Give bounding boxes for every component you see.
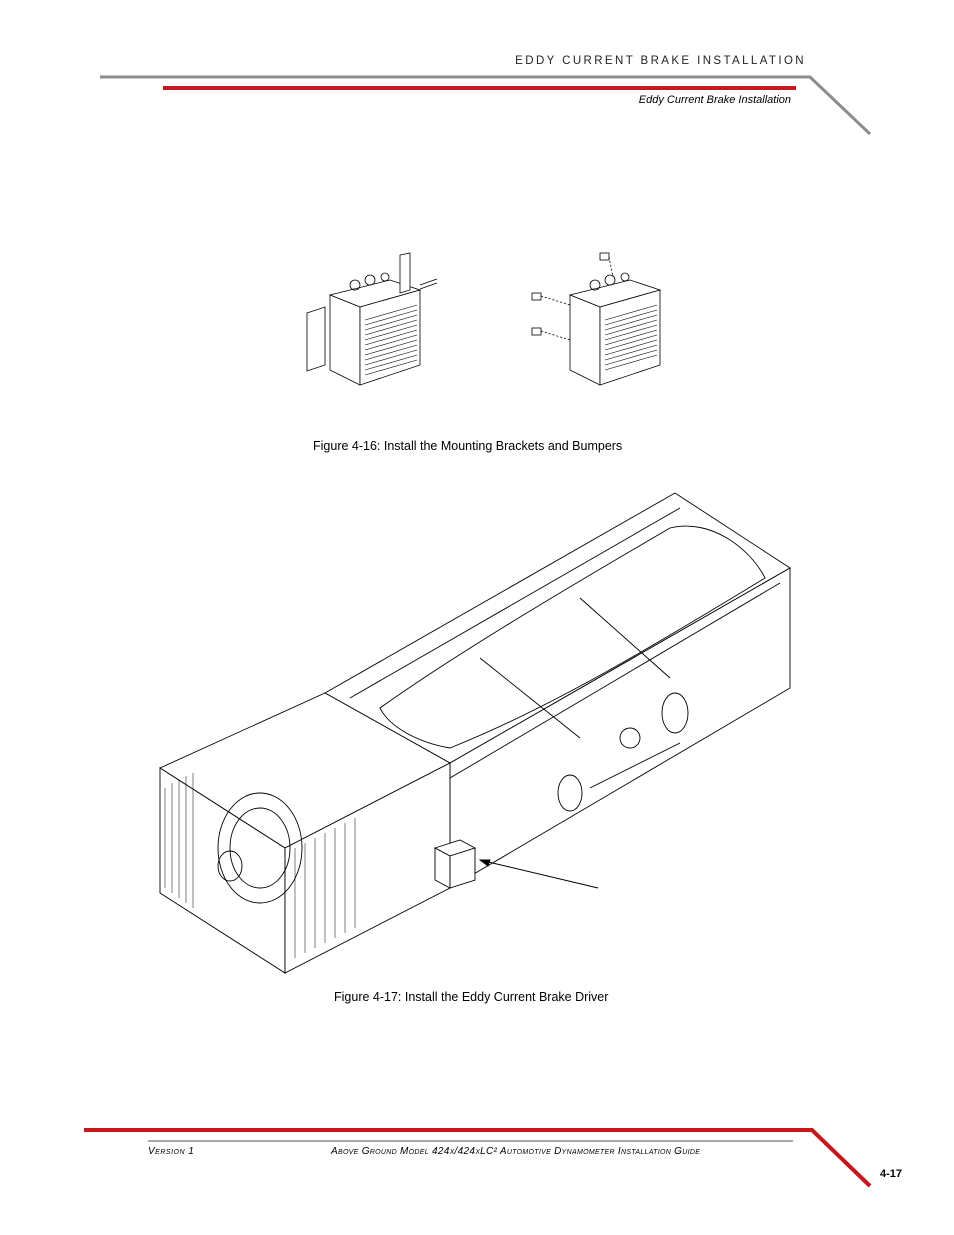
figure-4-16-caption: Figure 4-16: Install the Mounting Bracke… — [313, 439, 623, 453]
front-housing — [159, 692, 451, 974]
driver-unit-left — [306, 252, 438, 386]
side-fittings — [557, 692, 689, 812]
leader-line — [479, 859, 599, 889]
footer-version: Version 1 — [148, 1146, 195, 1157]
subsection-title: Eddy Current Brake Installation — [638, 94, 791, 106]
section-title: EDDY CURRENT BRAKE INSTALLATION — [515, 55, 806, 67]
figure-4-17-caption: Figure 4-17: Install the Eddy Current Br… — [334, 990, 609, 1004]
driver-unit-right — [531, 252, 662, 386]
dynamometer-frame — [324, 492, 791, 889]
figure-4-16-illustration — [306, 252, 662, 386]
brake-driver-module — [433, 839, 477, 889]
header-gray-rule — [100, 75, 872, 136]
page-number: 4-17 — [880, 1168, 903, 1180]
footer-red-rule — [84, 1128, 872, 1188]
figure-4-17-illustration — [159, 492, 791, 974]
footer-guide-title: Above Ground Model 424x/424xLC² Automoti… — [331, 1146, 701, 1157]
